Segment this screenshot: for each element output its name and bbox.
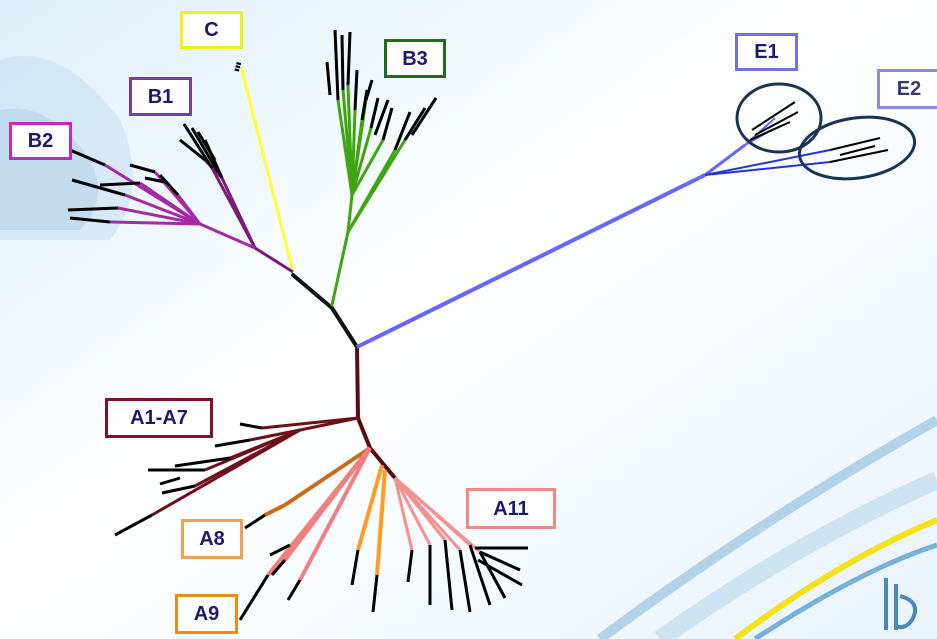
clade-a11-branches: [393, 476, 481, 554]
clade-e-leaves: [749, 101, 889, 163]
clade-a8-leaves: [244, 513, 266, 530]
background-wave-blue: [597, 415, 937, 639]
clade-label-e1: E1: [735, 33, 798, 71]
branch-trunk-2: [330, 306, 359, 349]
branch-clade-c: [239, 66, 295, 273]
clade-a1a7-leaves: [114, 422, 263, 537]
leaf-label: ▮▮▮: [234, 61, 242, 72]
ellipse-e2: [797, 115, 917, 181]
ellipse-e1: [735, 82, 823, 154]
clade-label-b1: B1: [129, 77, 192, 116]
clade-orange-leaves: [350, 549, 379, 613]
clade-b2-leaves: [67, 148, 180, 224]
background-wave-light: [654, 471, 937, 639]
clade-b3-leaves: [325, 29, 438, 151]
clade-a9-branches: [266, 446, 372, 581]
clade-label-a9: A9: [175, 594, 238, 634]
branch-trunk-1: [291, 273, 334, 310]
clade-label-e2: E2: [877, 69, 937, 109]
clade-label-b3: B3: [384, 39, 446, 78]
clade-label-a8: A8: [181, 519, 243, 559]
background-wave-blue-2: [753, 542, 937, 639]
clade-b2-branches: [104, 163, 256, 250]
clade-b1-leaves: [179, 123, 224, 179]
background-wave-yellow: [733, 517, 937, 639]
clade-a1a7-branches: [151, 416, 359, 517]
logo-icon: [884, 578, 917, 630]
clade-label-b2: B2: [9, 122, 72, 160]
clade-a8-branches: [264, 446, 372, 517]
clade-orange-branches: [356, 464, 387, 576]
clade-label-a1a7: A1-A7: [105, 398, 213, 438]
branch-root: [355, 345, 360, 420]
clade-label-c: C: [180, 11, 243, 49]
clade-a9-leaves: [238, 543, 302, 621]
clade-a11-leaves: [406, 539, 528, 613]
clade-label-a11: A11: [466, 488, 556, 529]
